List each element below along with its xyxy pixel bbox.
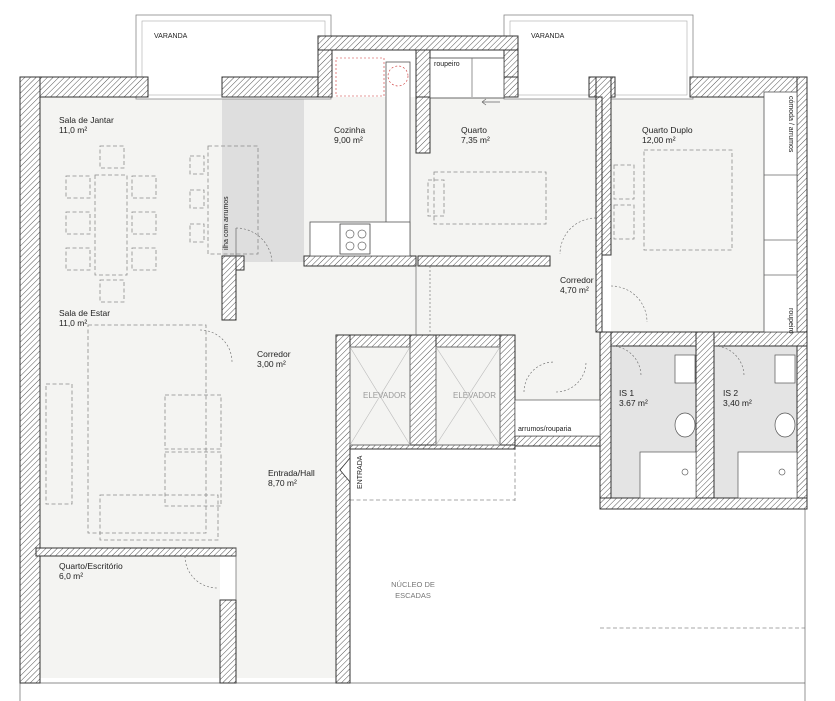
entrance-marker: ENTRADA bbox=[339, 455, 364, 489]
wardrobe-label: roupeiro bbox=[434, 61, 460, 68]
office-area: 6,0 m² bbox=[59, 571, 83, 581]
bathroom-2-name: IS 2 bbox=[723, 388, 738, 398]
floor-dining-living bbox=[40, 97, 236, 548]
entrance-hall-name: Entrada/Hall bbox=[268, 468, 315, 478]
stairs-label-line1: NÚCLEO DE bbox=[391, 580, 435, 589]
dining-room-name: Sala de Jantar bbox=[59, 115, 114, 125]
entrance-arrow-icon bbox=[339, 456, 351, 484]
storage-closet-label: arrumos/rouparia bbox=[518, 426, 571, 433]
elevator-1-label: ELEVADOR bbox=[363, 391, 406, 400]
stairs-label-line2: ESCADAS bbox=[395, 591, 431, 600]
bathroom-1-name: IS 1 bbox=[619, 388, 634, 398]
sink-1-icon bbox=[674, 354, 696, 384]
kitchen-area: 9,00 m² bbox=[334, 135, 363, 145]
living-room-furniture bbox=[45, 324, 222, 541]
fridge-icon bbox=[335, 57, 385, 97]
kitchen-counter bbox=[309, 57, 411, 257]
living-room-area: 11,0 m² bbox=[59, 318, 87, 328]
balcony-right-label: VARANDA bbox=[531, 33, 565, 40]
balcony-left-label: VARANDA bbox=[154, 33, 188, 40]
bedroom-name: Quarto bbox=[461, 125, 487, 135]
toilet-1-icon bbox=[674, 412, 696, 438]
floor-kitchen-grey bbox=[222, 97, 304, 262]
elevator-2-label: ELEVADOR bbox=[453, 391, 496, 400]
floor-office bbox=[36, 556, 220, 678]
corridor-center-name: Corredor bbox=[257, 349, 291, 359]
floor-bedroom bbox=[416, 97, 596, 262]
kitchen-name: Cozinha bbox=[334, 125, 365, 135]
corridor-right-name: Corredor bbox=[560, 275, 594, 285]
shower-2-icon bbox=[737, 451, 798, 499]
bedroom-area: 7,35 m² bbox=[461, 135, 490, 145]
double-bedroom-bed: cómoda / arrumos roupeiro bbox=[613, 91, 798, 334]
living-room-name: Sala de Estar bbox=[59, 308, 110, 318]
doors bbox=[184, 217, 745, 600]
elevator-1 bbox=[349, 346, 411, 446]
corridor-center-area: 3,00 m² bbox=[257, 359, 286, 369]
bedroom-bed bbox=[427, 58, 547, 225]
office-name: Quarto/Escritório bbox=[59, 561, 123, 571]
elevators bbox=[349, 346, 501, 446]
bathroom-fixtures bbox=[639, 354, 798, 499]
stairs-core bbox=[19, 446, 806, 701]
shower-1-icon bbox=[639, 451, 697, 499]
floor-corridor-center bbox=[236, 262, 416, 342]
entrance-label: ENTRADA bbox=[357, 455, 364, 489]
double-bedroom-area: 12,00 m² bbox=[642, 135, 676, 145]
storage-closet bbox=[514, 399, 601, 437]
elevator-2 bbox=[435, 346, 501, 446]
dining-room-area: 11,0 m² bbox=[59, 125, 87, 135]
island-label: ilha com arrumos bbox=[223, 196, 230, 250]
corridor-right-area: 4,70 m² bbox=[560, 285, 589, 295]
room-labels: Sala de Jantar 11,0 m² Cozinha 9,00 m² Q… bbox=[59, 115, 752, 581]
toilet-2-icon bbox=[774, 412, 796, 438]
floor-entrance-hall bbox=[236, 342, 336, 678]
dresser-block bbox=[763, 91, 798, 333]
bathroom-1-area: 3.67 m² bbox=[619, 398, 648, 408]
entrance-hall-area: 8,70 m² bbox=[268, 478, 297, 488]
double-bedroom-name: Quarto Duplo bbox=[642, 125, 693, 135]
bathroom-2-area: 3,40 m² bbox=[723, 398, 752, 408]
dresser-label: cómoda / arrumos bbox=[787, 96, 794, 153]
cooktop-icon bbox=[339, 223, 371, 255]
kitchen-island: ilha com arrumos bbox=[189, 145, 259, 255]
sink-2-icon bbox=[774, 354, 796, 384]
dining-table bbox=[65, 145, 157, 303]
walls bbox=[19, 35, 808, 684]
vertical-wardrobe-label: roupeiro bbox=[787, 308, 794, 334]
